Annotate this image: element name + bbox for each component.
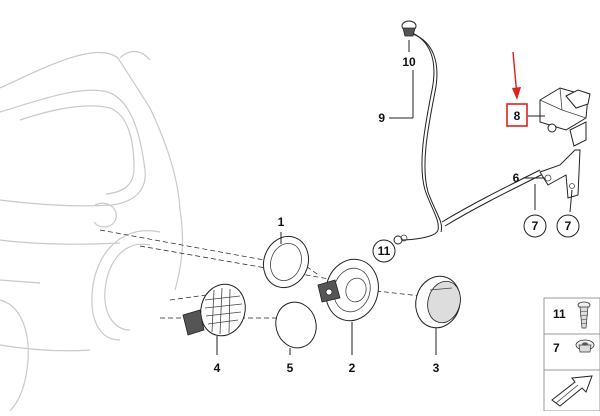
callout-8-highlight-box: [506, 103, 528, 127]
part-2-filler-housing: [317, 258, 379, 355]
callout-7b-circle: [556, 214, 580, 238]
part-10-grommet: [401, 20, 417, 52]
legend-label-7: 7: [553, 341, 560, 355]
arrow-icon: [551, 375, 593, 407]
callout-7a: 7: [532, 219, 539, 233]
bolt-icon: [575, 339, 595, 353]
callout-10: 10: [402, 55, 416, 69]
part-11-clip: [393, 234, 408, 245]
part-5-cover-disc: [275, 301, 317, 355]
callout-8: 8: [514, 109, 521, 123]
callout-5: 5: [287, 361, 294, 375]
legend-label-11: 11: [553, 307, 566, 321]
part-1-gasket-ring: [262, 232, 310, 289]
callout-labels: 1 2 3 4 5 6 9 10 7 7 11 8: [214, 55, 580, 375]
callout-7b: 7: [565, 219, 572, 233]
car-body-outline: [0, 50, 184, 412]
callout-3: 3: [433, 361, 440, 375]
highlight-arrow-icon: [512, 51, 521, 100]
part-9-release-cable: [389, 31, 544, 241]
screw-icon: [577, 301, 591, 329]
callout-2: 2: [349, 361, 356, 375]
part-4-flap-housing: [182, 283, 246, 355]
part-6-bracket: [523, 149, 581, 213]
callout-7a-circle: [523, 214, 547, 238]
callout-6: 6: [513, 171, 520, 185]
part-3-fuel-cap: [415, 275, 461, 355]
fastener-legend: 11 7: [543, 297, 600, 412]
callout-4: 4: [214, 361, 221, 375]
callout-1: 1: [278, 215, 285, 229]
part-8-actuator: [528, 87, 591, 147]
callout-11-circle: [372, 239, 396, 263]
callout-9: 9: [378, 111, 385, 125]
callout-11: 11: [378, 244, 391, 258]
